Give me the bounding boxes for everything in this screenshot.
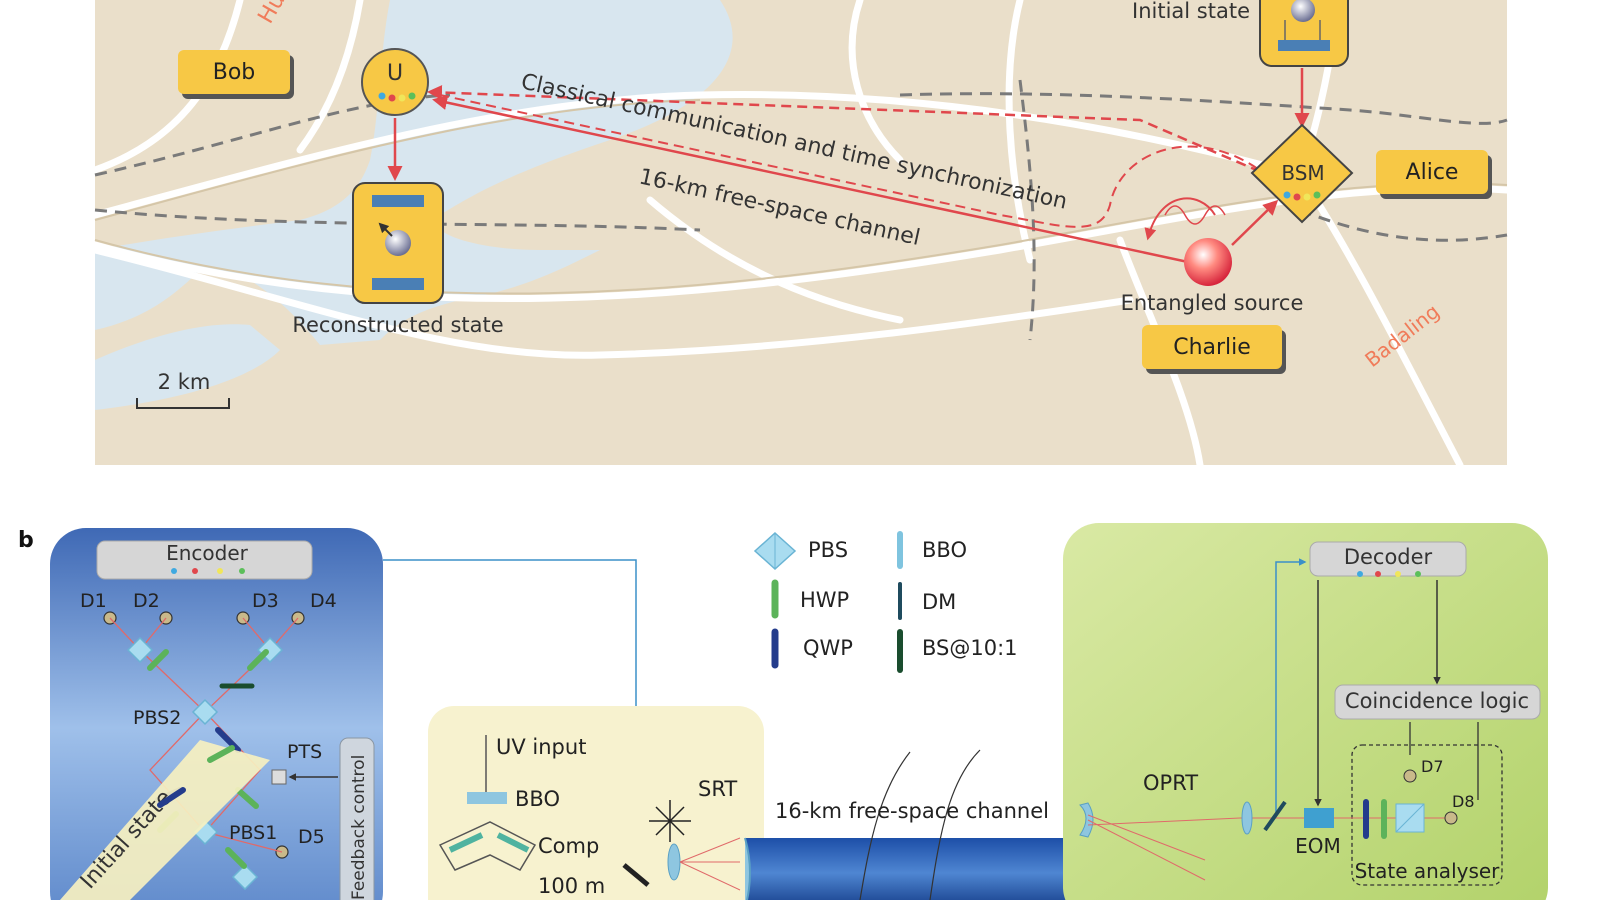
detector-d5-label: D5 bbox=[298, 826, 325, 848]
feedback-control-label: Feedback control bbox=[349, 755, 369, 900]
detector-d2-label: D2 bbox=[133, 590, 160, 612]
legend-bs-label: BS@10:1 bbox=[922, 636, 1018, 660]
panel-b-letter: b bbox=[18, 528, 34, 553]
pbs1-label: PBS1 bbox=[229, 822, 277, 844]
detector-d7 bbox=[1404, 770, 1416, 782]
decoder-label: Decoder bbox=[1344, 545, 1433, 569]
state-analyser-label: State analyser bbox=[1355, 859, 1501, 883]
panel-a-map: Hu Badaling Classical communication and … bbox=[95, 0, 1507, 465]
bsm-dot-blue bbox=[1284, 192, 1291, 199]
legend-bbo-label: BBO bbox=[922, 538, 967, 562]
coincidence-logic-label: Coincidence logic bbox=[1345, 689, 1529, 713]
bsm-node-label: BSM bbox=[1281, 161, 1324, 185]
bbo-crystal bbox=[467, 792, 507, 804]
detector-d4-label: D4 bbox=[310, 590, 337, 612]
bsm-dot-green bbox=[1314, 192, 1321, 199]
detector-d3-label: D3 bbox=[252, 590, 279, 612]
alice-label: Alice bbox=[1376, 150, 1488, 194]
detector-d8 bbox=[1445, 812, 1457, 824]
srt-label: SRT bbox=[698, 777, 737, 801]
alice-setup-box bbox=[50, 528, 383, 900]
u-dot-red bbox=[389, 95, 396, 102]
comp-label: Comp bbox=[538, 834, 599, 858]
reconstructed-state-trap bbox=[353, 183, 443, 303]
oprt-label: OPRT bbox=[1143, 771, 1198, 795]
initial-state-caption: Initial state bbox=[1132, 0, 1250, 23]
entangled-source-caption: Entangled source bbox=[1121, 291, 1304, 315]
transmitter-lens bbox=[668, 844, 680, 880]
comp-length-label: 100 m bbox=[538, 874, 605, 898]
u-dot-blue bbox=[379, 93, 386, 100]
eom-label: EOM bbox=[1295, 834, 1341, 858]
initial-state-trap bbox=[1260, 0, 1348, 66]
legend-dm-label: DM bbox=[922, 590, 956, 614]
legend-pbs-label: PBS bbox=[808, 538, 848, 562]
u-node-label: U bbox=[387, 61, 403, 86]
scale-bar-label: 2 km bbox=[158, 370, 211, 394]
pts-label: PTS bbox=[287, 741, 322, 763]
u-dot-yellow bbox=[399, 95, 406, 102]
uv-input-label: UV input bbox=[496, 735, 586, 759]
charlie-label: Charlie bbox=[1142, 325, 1282, 369]
legend-qwp-label: QWP bbox=[803, 636, 853, 660]
channel-label: 16-km free-space channel bbox=[775, 799, 1049, 823]
detector-d1-label: D1 bbox=[80, 590, 107, 612]
u-dot-green bbox=[409, 93, 416, 100]
eom-element bbox=[1304, 808, 1334, 828]
pbs2-label: PBS2 bbox=[133, 707, 181, 729]
panel-b-setup: b Encoder D1 D2 D3 D4 D5 bbox=[18, 523, 1548, 900]
entangled-source-sphere bbox=[1184, 238, 1232, 286]
bob-lens bbox=[1242, 802, 1252, 834]
legend: PBS BBO HWP DM QWP BS@10:1 bbox=[755, 533, 1018, 670]
encoder-label: Encoder bbox=[166, 541, 249, 565]
detector-d8-label: D8 bbox=[1452, 792, 1475, 811]
bsm-dot-yellow bbox=[1304, 194, 1311, 201]
pts-element bbox=[272, 770, 286, 784]
bsm-dot-red bbox=[1294, 194, 1301, 201]
bbo-label: BBO bbox=[515, 787, 560, 811]
reconstructed-state-caption: Reconstructed state bbox=[292, 313, 503, 337]
detector-d7-label: D7 bbox=[1421, 757, 1444, 776]
bob-label: Bob bbox=[178, 50, 290, 94]
legend-hwp-label: HWP bbox=[800, 588, 849, 612]
